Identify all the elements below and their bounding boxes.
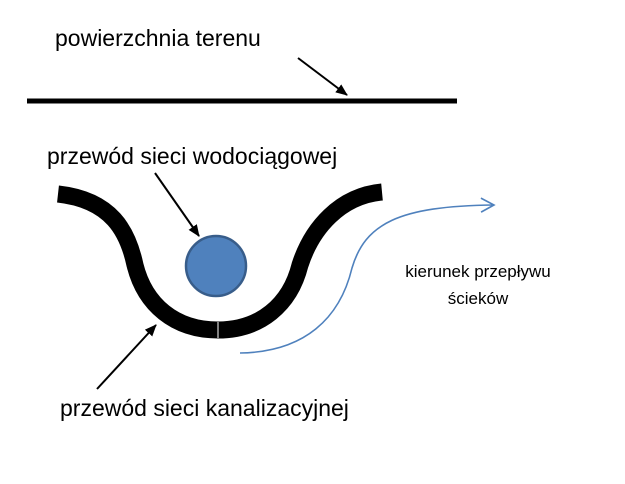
sewer-pipe-pointer-arrow xyxy=(96,324,157,390)
flow-direction-label: kierunek przepływu ścieków xyxy=(378,258,578,312)
water-pipe-pointer-arrow xyxy=(154,172,200,237)
flow-direction-label-line1: kierunek przepływu xyxy=(405,262,551,281)
sewer-pipe-label: przewód sieci kanalizacyjnej xyxy=(60,395,349,421)
terrain-surface-label: powierzchnia terenu xyxy=(55,25,261,51)
flow-direction-arrow xyxy=(239,197,496,354)
water-pipe-circle xyxy=(184,234,248,298)
water-pipe-label: przewód sieci wodociągowej xyxy=(47,143,338,169)
flow-direction-label-line2: ścieków xyxy=(447,289,509,308)
terrain-pointer-arrow xyxy=(297,57,348,96)
